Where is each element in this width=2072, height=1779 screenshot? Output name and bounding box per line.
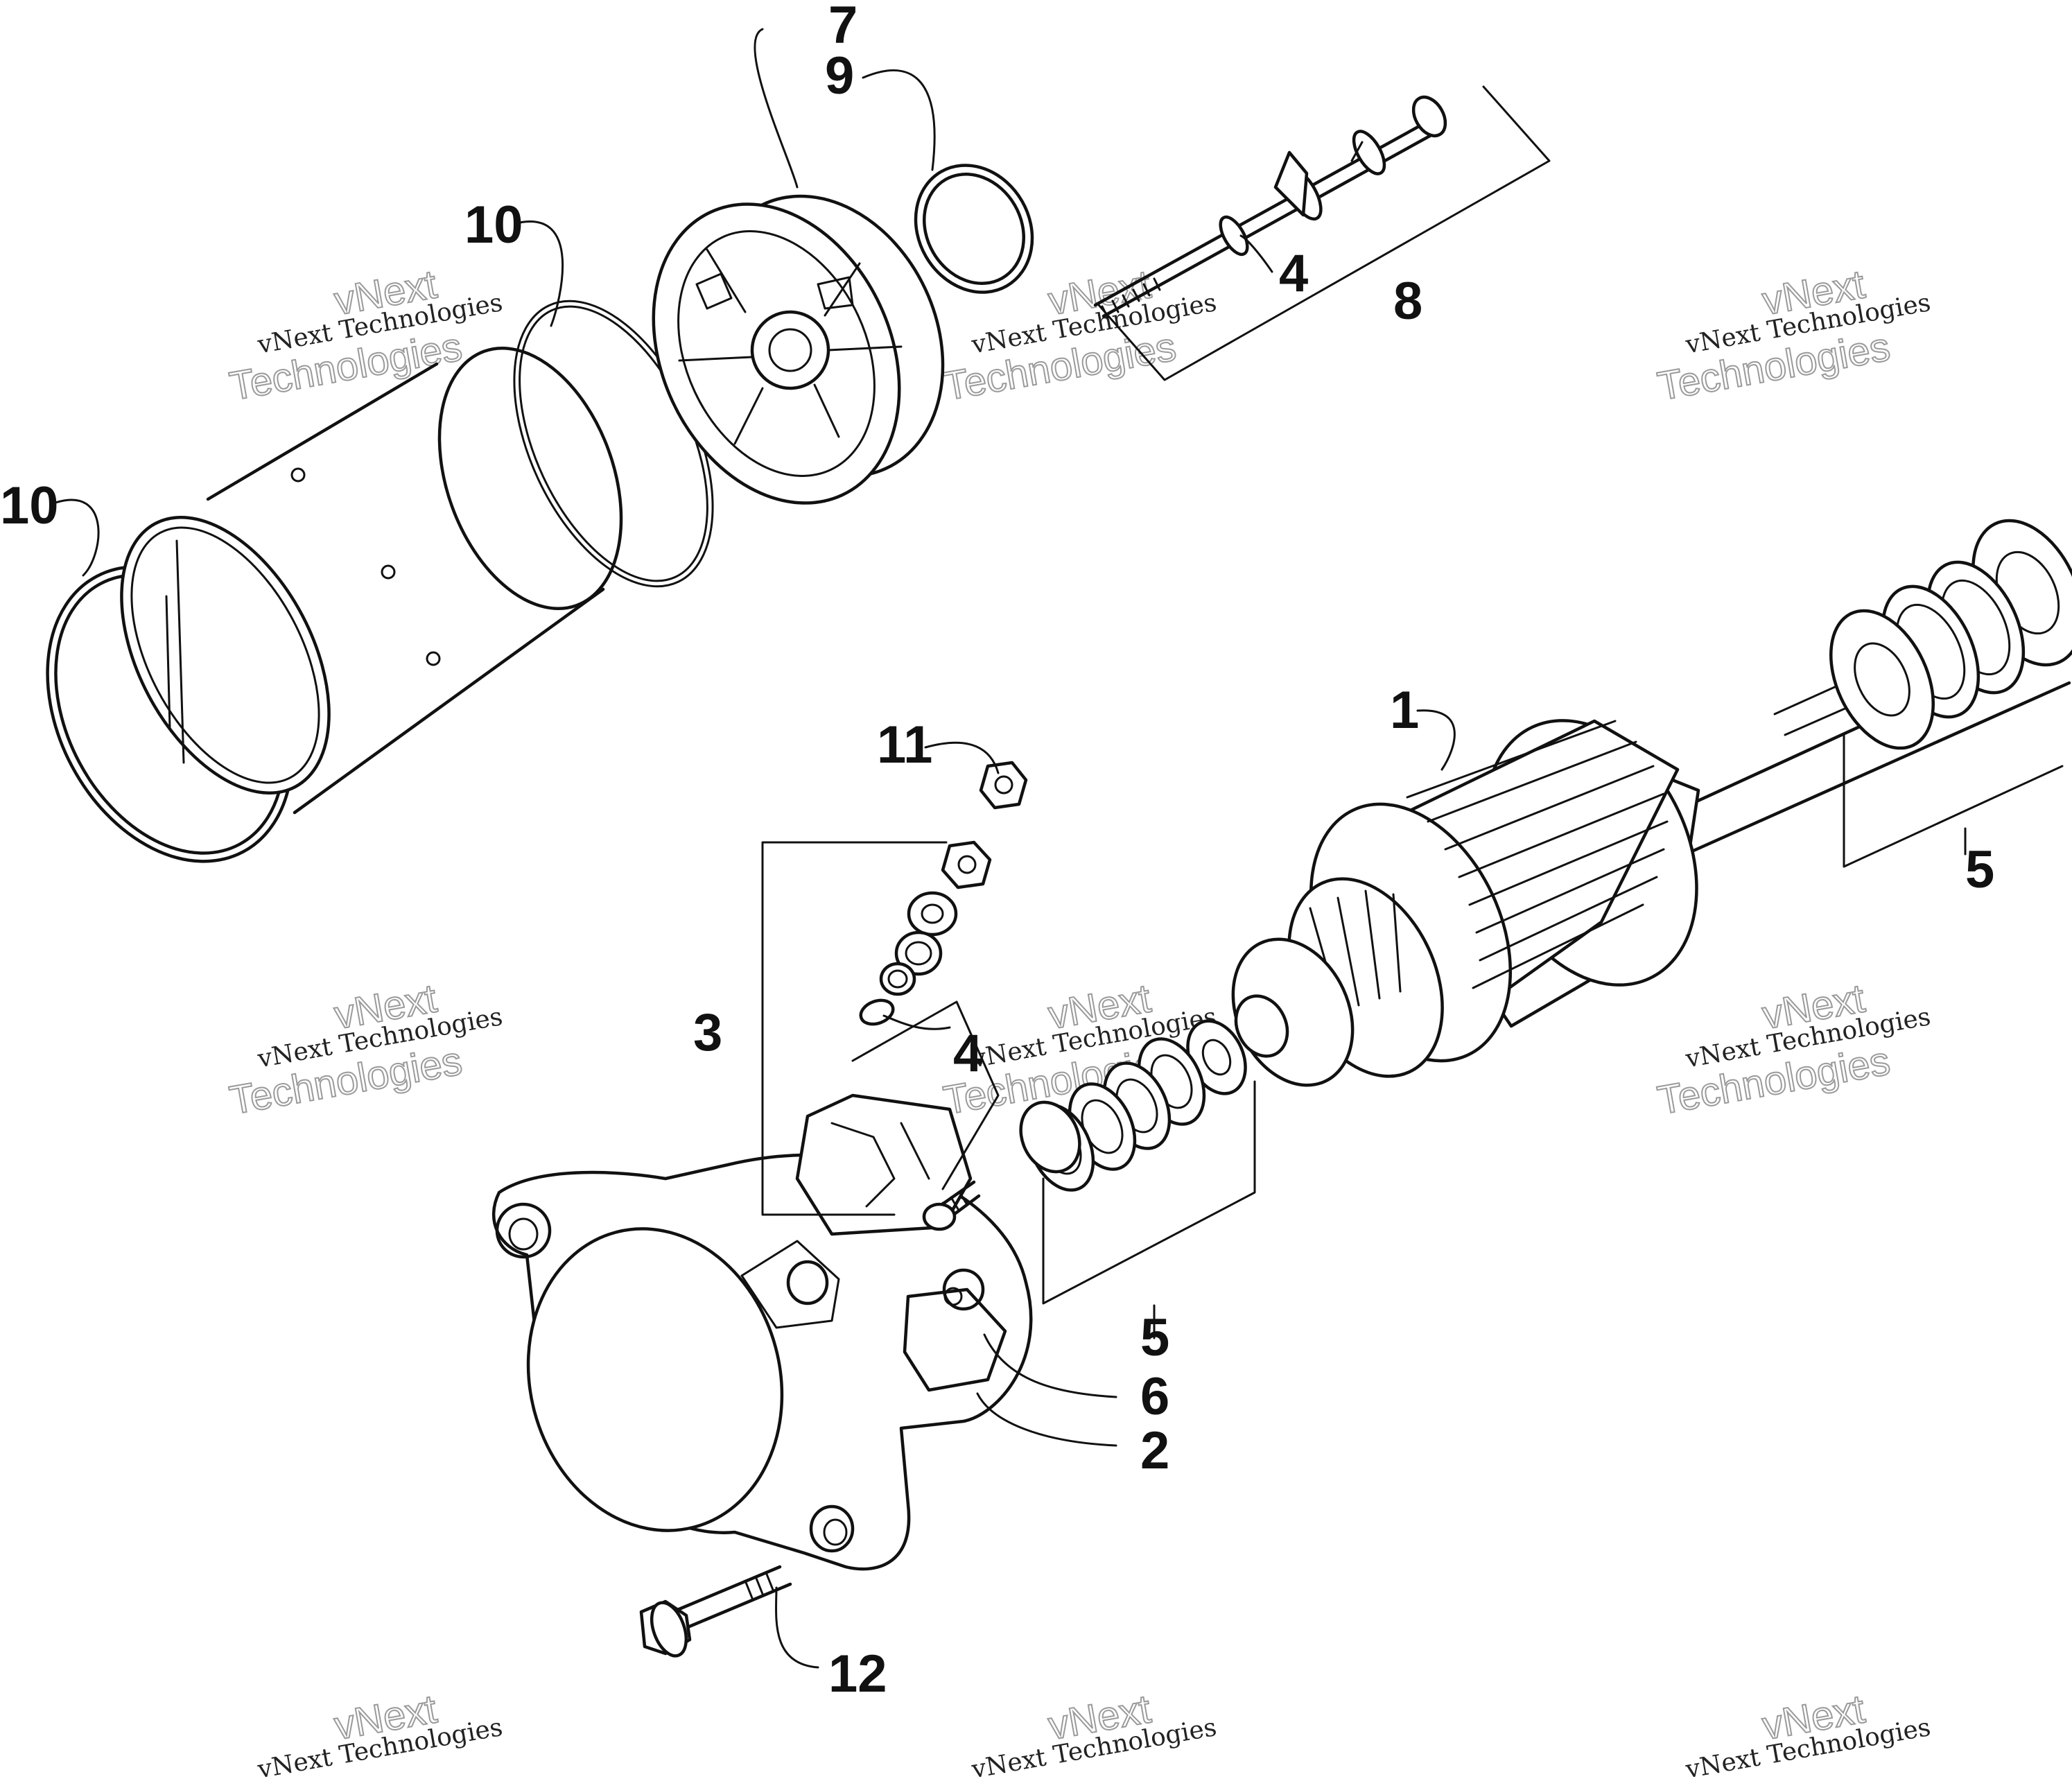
callout-5-right: 5 [1965,840,1994,899]
motor-yoke-housing [120,346,623,815]
callout-labels: 7 9 10 10 4 8 1 5 11 3 4 5 6 2 12 [0,0,1994,1703]
watermark-9: vNext vNext Technologies [1683,1685,1933,1779]
watermark-8: vNext vNext Technologies [969,1685,1219,1779]
callout-9: 9 [825,46,854,105]
watermark-group: vNext vNext Technologies Technologies vN… [225,261,1933,1779]
callout-12: 12 [828,1645,887,1703]
front-end-frame [491,1093,1033,1571]
washer-kit-right [1829,519,2072,750]
callout-4-mid: 4 [953,1024,982,1083]
armature [1231,719,1700,1087]
watermark-2: vNext vNext Technologies Technologies [939,261,1219,410]
callout-8: 8 [1393,272,1422,331]
watermark-4: vNext vNext Technologies Technologies [225,975,505,1124]
callout-6: 6 [1140,1367,1169,1426]
watermark-3: vNext vNext Technologies Technologies [1653,261,1933,410]
rear-end-frame [652,194,945,505]
leader-lines [54,28,1967,1669]
watermark-6: vNext vNext Technologies Technologies [1653,975,1933,1124]
washer-kit-left [1019,1019,1247,1192]
terminal-bolt-kit [1093,95,1447,319]
callout-10-top: 10 [464,196,523,254]
watermark-1: vNext vNext Technologies Technologies [225,261,505,410]
callout-7: 7 [828,0,857,55]
callout-10-left: 10 [0,476,59,535]
bracket-lines [761,85,2064,1305]
callout-3: 3 [693,1003,722,1062]
callout-4-top: 4 [1279,244,1308,303]
callout-5-mid: 5 [1140,1308,1169,1367]
terminal-hardware [859,761,1028,1026]
callout-11: 11 [877,715,932,774]
callout-1: 1 [1390,681,1419,740]
o-ring-part-9 [914,164,1034,294]
callout-2: 2 [1140,1421,1169,1480]
watermark-7: vNext vNext Technologies [255,1685,505,1779]
mounting-bolt [639,1565,792,1658]
